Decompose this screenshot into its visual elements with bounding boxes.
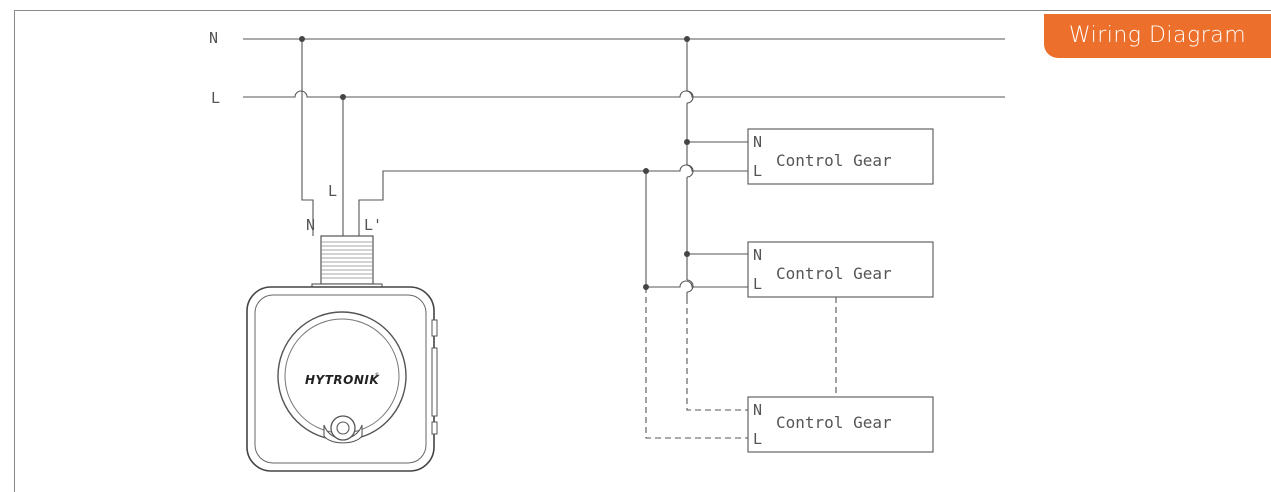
gear-terminal-l: L xyxy=(753,162,762,180)
control-gear-1: N L Control Gear xyxy=(747,128,934,185)
gear-terminal-n: N xyxy=(753,401,762,419)
neutral-riser-hop xyxy=(686,279,694,293)
control-gear-box xyxy=(747,241,934,298)
sensor-wire-label-l-prime: L' xyxy=(364,216,382,234)
gear-terminal-l: L xyxy=(753,275,762,293)
diagram-title-banner: Wiring Diagram xyxy=(1044,14,1271,58)
junction-dot xyxy=(340,94,346,100)
sensor-wire-label-l: L xyxy=(328,182,337,200)
gear-terminal-n: N xyxy=(753,246,762,264)
sensor-body-inner xyxy=(254,294,427,464)
diagram-frame xyxy=(14,10,1271,492)
control-gear-2: N L Control Gear xyxy=(747,241,934,298)
junction-dot xyxy=(684,251,690,257)
sensor-side-button xyxy=(431,421,438,435)
junction-dot xyxy=(684,36,690,42)
sensor-side-slot xyxy=(431,347,438,417)
sensor-neutral-wire xyxy=(301,39,314,236)
gear3-neutral-wire-dashed xyxy=(686,298,748,411)
sensor-thread xyxy=(320,235,374,285)
sensor-brand-registered: ® xyxy=(374,372,380,379)
junction-dot xyxy=(299,36,305,42)
sensor-switched-live-wire xyxy=(358,164,748,236)
motion-sensor-icon: HYTRONIK ® xyxy=(246,235,438,472)
sensor-brand-logo: HYTRONIK xyxy=(305,373,380,387)
gear-terminal-l: L xyxy=(753,430,762,448)
neutral-riser-hop-3 xyxy=(686,90,694,104)
bus-live-label: L xyxy=(211,89,220,107)
gear3-live-wire-dashed xyxy=(645,287,748,439)
control-gear-box xyxy=(747,128,934,185)
sensor-side-button xyxy=(431,319,438,337)
control-gear-label: Control Gear xyxy=(776,151,892,170)
control-gear-label: Control Gear xyxy=(776,264,892,283)
junction-dot xyxy=(643,284,649,290)
neutral-riser-hop-2 xyxy=(686,164,694,178)
junction-dot xyxy=(643,168,649,174)
junction-dot xyxy=(684,139,690,145)
sensor-wire-label-n: N xyxy=(306,216,315,234)
sensor-thread-lines xyxy=(321,241,373,279)
control-gear-box xyxy=(747,396,934,453)
gear2-live-wire xyxy=(646,280,748,288)
sensor-knob-center xyxy=(336,421,350,435)
control-gear-label: Control Gear xyxy=(776,413,892,432)
control-gear-3: N L Control Gear xyxy=(747,396,934,453)
gear-terminal-n: N xyxy=(753,133,762,151)
bus-neutral-label: N xyxy=(209,29,218,47)
live-bus-line xyxy=(243,90,1005,98)
